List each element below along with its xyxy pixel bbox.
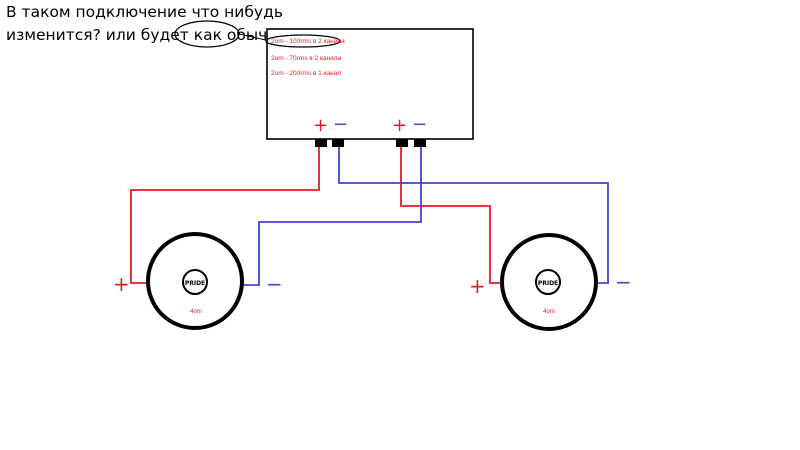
speaker-left-plus-label: + [113, 272, 130, 296]
speaker-right-minus-label: − [615, 270, 632, 294]
pointer-line [238, 33, 271, 42]
speaker-left-brand: PRIDE [185, 280, 205, 287]
speaker-right-impedance: 4om [543, 309, 555, 315]
negative-wire-right [243, 147, 422, 286]
amp-terminal-block-4 [414, 139, 426, 147]
amp-terminal-block-1 [315, 139, 327, 147]
speaker-right: PRIDE 4om [500, 233, 598, 331]
speaker-left-impedance: 4om [190, 309, 202, 315]
amp-terminal-block-3 [396, 139, 408, 147]
amp-terminal-1-minus: − [333, 114, 348, 135]
speaker-left-dustcap [182, 269, 208, 295]
amp-note-2: 2om - 70rms в 2 канала [271, 55, 342, 62]
speaker-left: PRIDE 4om [146, 232, 244, 330]
note-highlight-circle [265, 34, 341, 48]
amp-terminal-2-minus: − [412, 114, 427, 135]
amp-terminal-block-2 [332, 139, 344, 147]
positive-wire-left [130, 147, 320, 284]
speaker-right-plus-label: + [469, 274, 486, 298]
amp-note-3: 2om - 200rms в 1 канал [271, 70, 341, 77]
question-line-1: В таком подключение что нибудь [6, 3, 283, 21]
amp-note-1: 2om - 100rms в 2 канала [271, 38, 345, 45]
negative-wire-left [338, 147, 609, 284]
positive-wire-right [400, 147, 502, 284]
amp-terminal-2-plus: + [392, 115, 407, 136]
amplifier-box [266, 28, 474, 140]
amp-terminal-1-plus: + [313, 115, 328, 136]
speaker-left-minus-label: − [266, 272, 283, 296]
speaker-right-dustcap [535, 269, 561, 295]
speaker-right-brand: PRIDE [538, 280, 558, 287]
question-line-2: изменится? или будет как обычно? [6, 26, 295, 44]
